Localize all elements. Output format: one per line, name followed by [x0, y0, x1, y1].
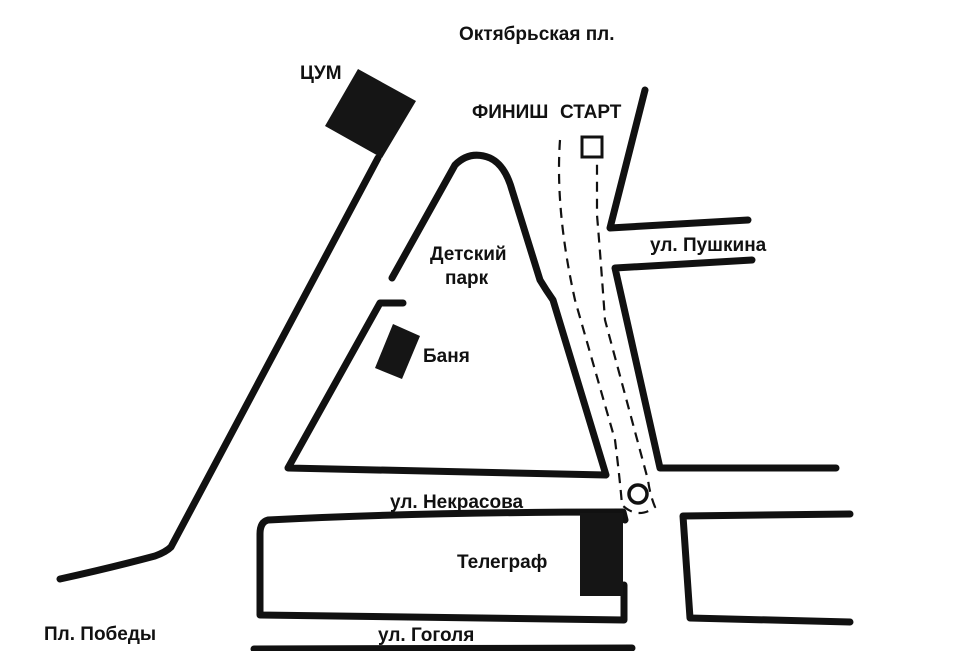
- label-telegraf: Телеграф: [457, 552, 547, 573]
- east-street-upper: [606, 86, 752, 232]
- route-path-outer: [557, 139, 657, 515]
- label-pobedy-square: Пл. Победы: [44, 624, 156, 645]
- label-finish: ФИНИШ: [472, 102, 548, 123]
- turnaround-marker-icon: [627, 483, 649, 505]
- label-oktyabrskaya-square: Октябрьская пл.: [459, 24, 615, 45]
- label-park-line2: парк: [445, 268, 489, 289]
- east-lower-block: [679, 510, 854, 626]
- label-nekrasova-street: ул. Некрасова: [390, 492, 524, 513]
- banya-building: [375, 324, 420, 379]
- label-start: СТАРТ: [560, 102, 622, 123]
- label-gogolya-street: ул. Гоголя: [378, 625, 474, 646]
- telegraf-block-outline: [256, 508, 629, 624]
- label-tsum: ЦУМ: [300, 63, 342, 84]
- label-banya: Баня: [423, 346, 470, 367]
- telegraf-building: [580, 513, 623, 596]
- start-marker-icon: [580, 135, 604, 159]
- gogolya-street-edge: [250, 644, 636, 651]
- label-pushkina-street: ул. Пушкина: [650, 235, 767, 256]
- east-street-lower: [611, 256, 840, 472]
- diagonal-avenue: [56, 154, 382, 583]
- label-park-line1: Детский: [430, 244, 507, 265]
- tsum-building: [325, 69, 416, 158]
- park-block-outline: [284, 151, 610, 479]
